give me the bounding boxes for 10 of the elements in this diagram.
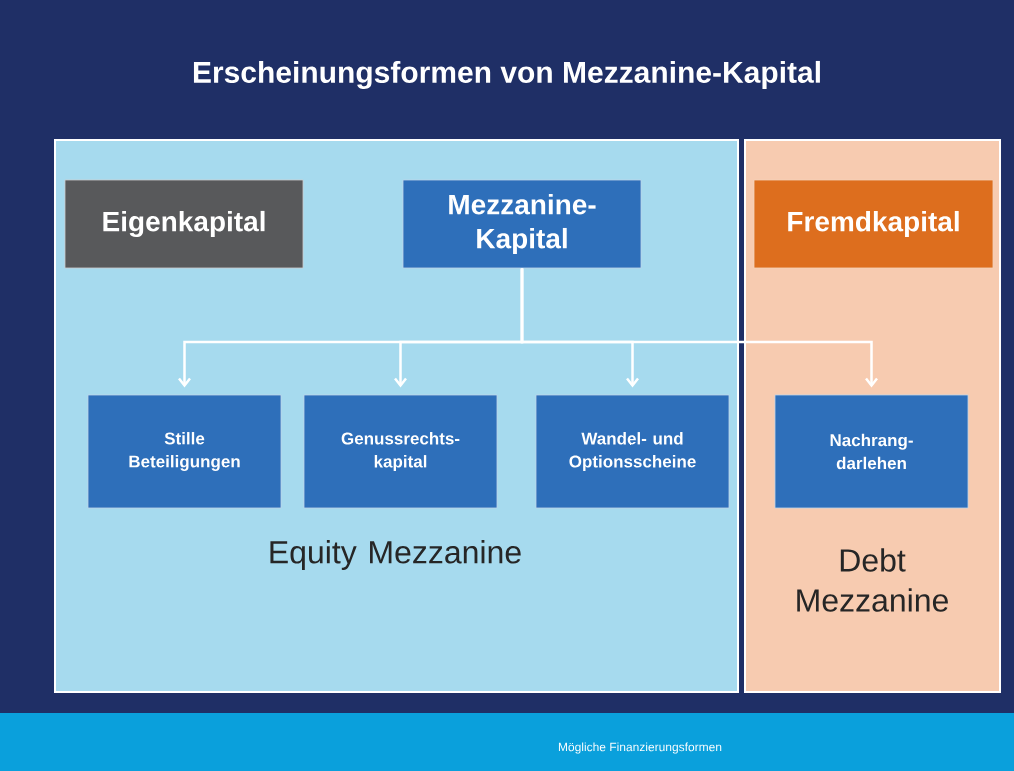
box: Wandel- und Optionsscheine (535, 394, 730, 509)
title: Erscheinungsformen von Mezzanine-Kapital (193, 60, 820, 90)
box: Fremdkapital (753, 179, 994, 269)
box: Genussrechts- kapital (303, 394, 498, 509)
footer-text: Mögliche Finanzierungsformen (558, 742, 722, 754)
box: Eigenkapital (64, 179, 304, 269)
box: Stille Beteiligungen (87, 394, 282, 509)
box: Nachrang- darlehen (774, 394, 969, 509)
arrow (520, 268, 878, 388)
box: Mezzanine- Kapital (402, 179, 642, 269)
